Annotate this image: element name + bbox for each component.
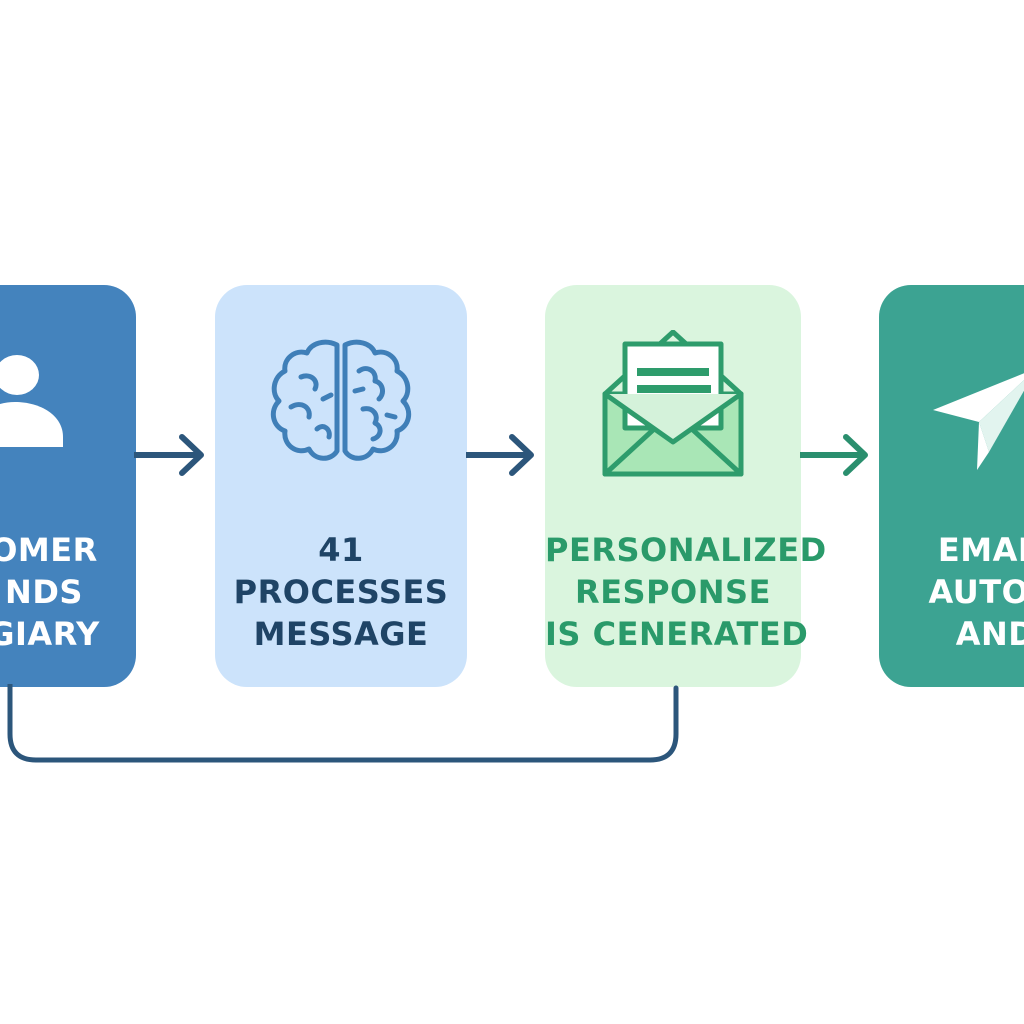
step-label: PERSONALIZED RESPONSE IS CENERATED (545, 529, 827, 655)
step-label-line: OMER (0, 531, 98, 569)
step-label-line: NDS (5, 573, 83, 611)
feedback-loop-connector (7, 684, 679, 763)
step-label: 41 PROCESSES MESSAGE (215, 529, 467, 655)
brain-icon (270, 339, 412, 461)
user-icon (0, 355, 63, 447)
step-label-line: RESPONSE (575, 573, 771, 611)
step-label-line: PERSONALIZED (545, 531, 827, 569)
step-label-line: IS CENERATED (545, 615, 809, 653)
step-label-line: AND A (955, 615, 1024, 653)
step-card-response: PERSONALIZED RESPONSE IS CENERATED (545, 285, 827, 687)
step-card-customer: OMER NDS GIARY (0, 285, 136, 687)
step-card-email: EMAIL N AUTORAT AND A (879, 285, 1024, 687)
step-label-line: EMAIL N (937, 531, 1024, 569)
paper-plane-icon (933, 373, 1024, 470)
step-label-line: MESSAGE (253, 615, 429, 653)
step-label-line: PROCESSES (233, 573, 449, 611)
step-label-line: GIARY (0, 615, 100, 653)
step-label-line: 41 (318, 531, 364, 569)
arrow-right-icon (134, 434, 204, 476)
step-label: EMAIL N AUTORAT AND A (889, 529, 1024, 655)
step-label: OMER NDS GIARY (0, 529, 136, 655)
step-card-process: 41 PROCESSES MESSAGE (215, 285, 467, 687)
arrow-right-icon (800, 434, 868, 476)
arrow-right-icon (466, 434, 534, 476)
envelope-icon (602, 330, 744, 477)
step-label-line: AUTORAT (928, 573, 1024, 611)
